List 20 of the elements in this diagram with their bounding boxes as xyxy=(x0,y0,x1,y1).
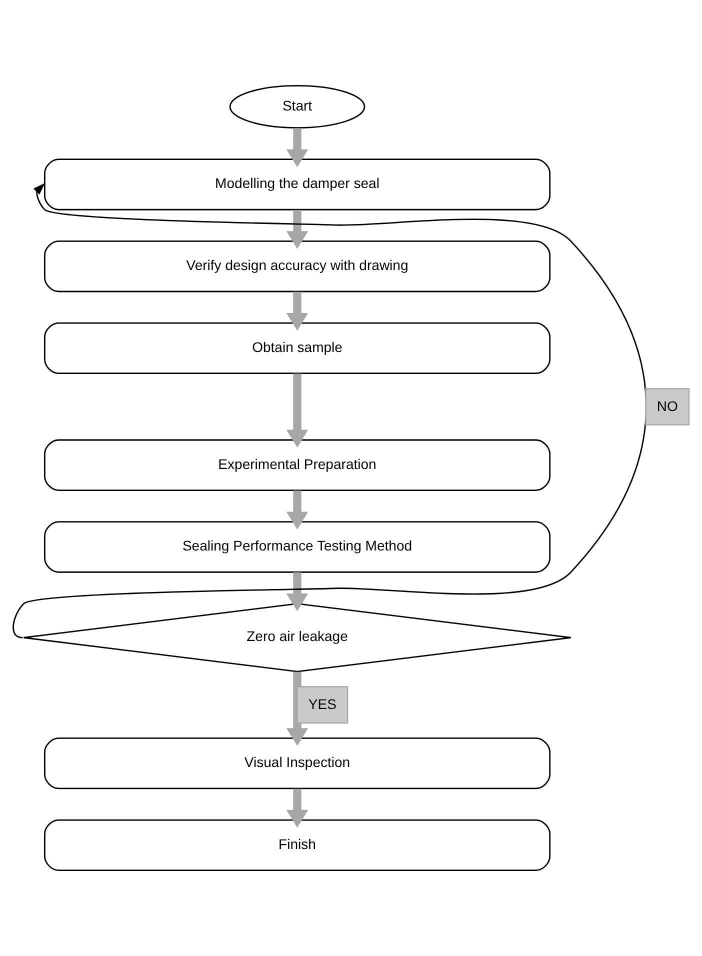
node-diamond: Zero air leakage xyxy=(22,603,572,672)
edge-label: NO xyxy=(656,398,678,414)
arrow xyxy=(286,490,308,530)
arrow xyxy=(286,292,308,331)
arrow xyxy=(286,672,308,746)
node-ellipse: Start xyxy=(229,84,366,128)
node-box: Visual Inspection xyxy=(44,737,551,790)
node-box: Obtain sample xyxy=(44,322,551,374)
node-box: Sealing Performance Testing Method xyxy=(44,521,551,573)
node-box: Experimental Preparation xyxy=(44,439,551,491)
node-box: Finish xyxy=(44,819,551,872)
arrow xyxy=(286,128,308,168)
arrow xyxy=(286,788,308,828)
arrow xyxy=(286,374,308,448)
node-box: Modelling the damper seal xyxy=(44,158,551,210)
edge-label: YES xyxy=(308,696,336,712)
arrow xyxy=(12,182,647,638)
node-box: Verify design accuracy with drawing xyxy=(44,240,551,292)
arrow xyxy=(286,210,308,249)
arrow xyxy=(286,572,308,612)
